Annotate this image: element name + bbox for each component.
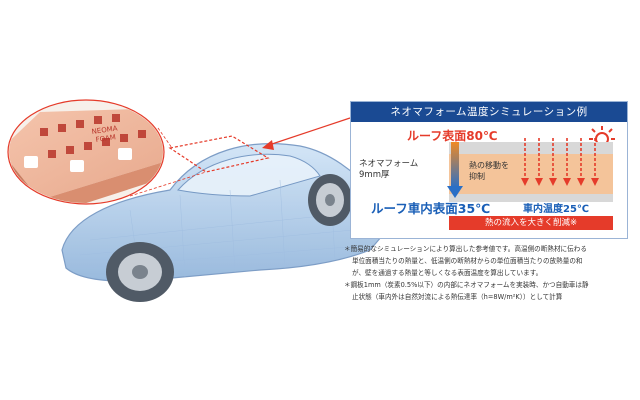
inner-steel-band <box>449 194 613 202</box>
note-line-3: が、壁を通過する熱量と等しくなる表面温度を算出しています。 <box>352 269 543 277</box>
heat-arrows-icon <box>521 138 599 186</box>
roof-surface-temp: ルーフ表面80℃ <box>407 129 498 143</box>
note-line-1: ＊簡易的なシミュレーションにより算出した参考値です。高温側の断熱材に伝わる <box>344 245 587 253</box>
rear-wheel <box>308 174 352 226</box>
car-illustration: NEOMA FOAM <box>7 99 386 302</box>
heat-flow-arrow-icon <box>447 142 463 198</box>
roof-steel-band <box>449 142 613 154</box>
simulation-panel: ネオマフォーム温度シミュレーション例 ルーフ表面80℃ <box>350 101 628 239</box>
front-wheel <box>106 242 174 302</box>
heat-move-label: 熱の移動を <box>469 161 509 170</box>
heat-move-label-2: 抑制 <box>469 172 485 181</box>
panel-title: ネオマフォーム温度シミュレーション例 <box>351 102 627 122</box>
note-line-2: 単位面積当たりの熱量と、低温側の断熱材からの単位面積当たりの放熱量の和 <box>352 257 583 265</box>
foam-brand-text-2: FOAM <box>95 133 116 144</box>
note-line-5: 止状態（車内外は自然対流による熱伝達率（h=8W/m²K））として計算 <box>352 293 563 301</box>
foam-label: ネオマフォーム <box>359 159 419 169</box>
car-body <box>61 135 386 302</box>
cabin-temp: 車内温度25℃ <box>523 204 590 215</box>
heat-reduction-bar: 熱の流入を大きく削減※ <box>449 216 613 230</box>
inner-surface-temp: ルーフ車内表面35℃ <box>371 201 491 216</box>
foam-layer <box>449 154 613 194</box>
note-line-4: ＊鋼板1mm（炭素0.5%以下）の内部にネオマフォームを実装時、かつ自動車は静 <box>344 281 589 289</box>
foam-thickness: 9mm厚 <box>359 170 390 180</box>
foam-brand-text-1: NEOMA <box>91 124 118 136</box>
